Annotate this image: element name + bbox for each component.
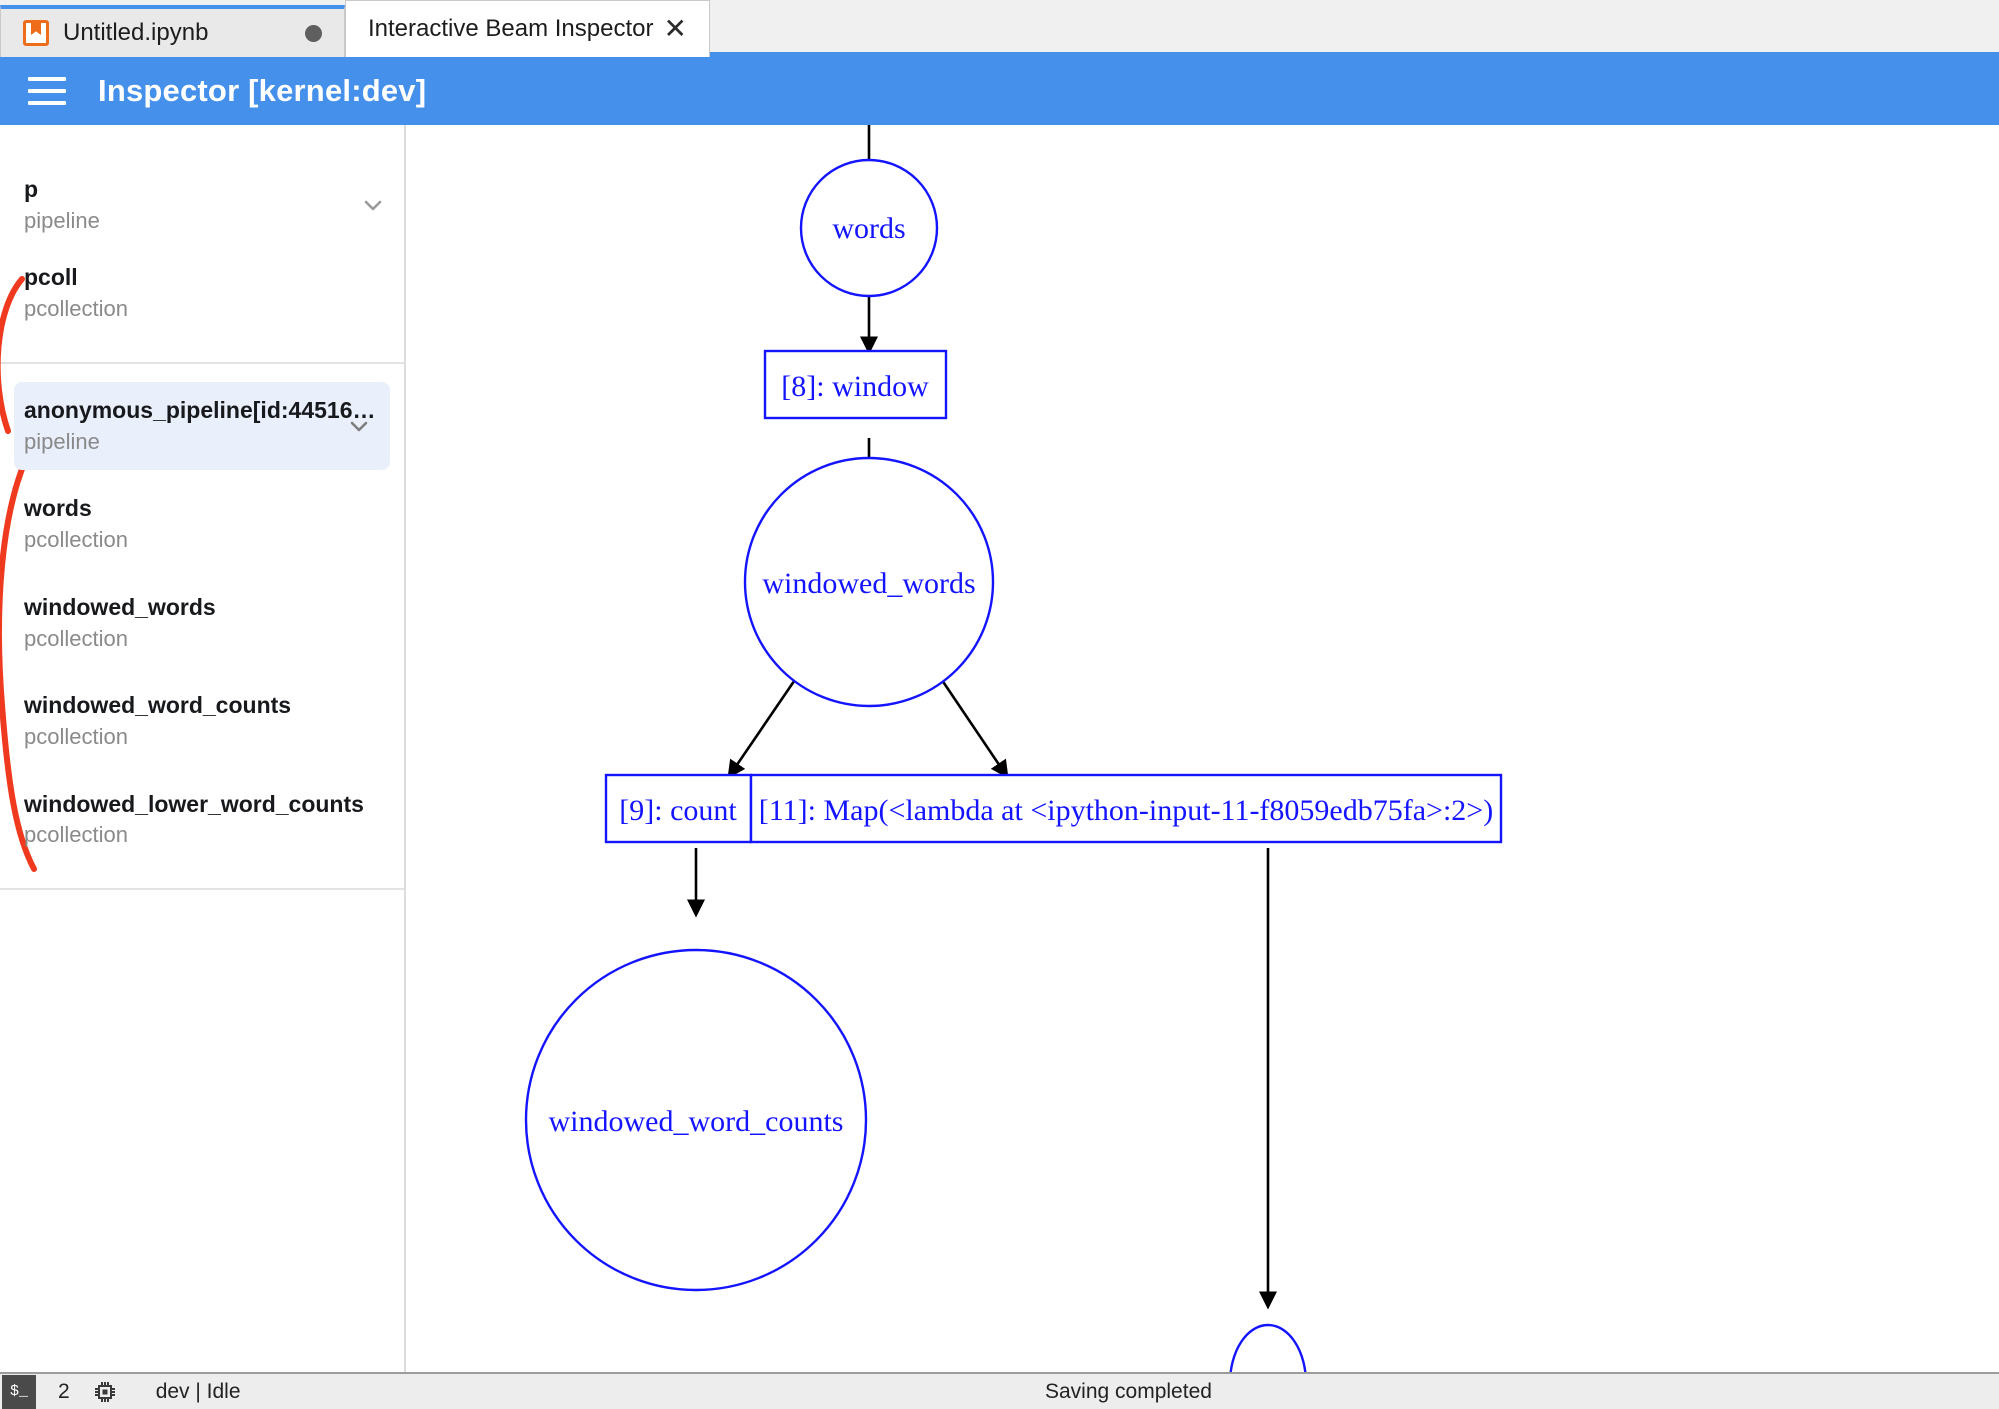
graph-node-label: windowed_words (762, 567, 975, 600)
pipeline-graph-canvas[interactable]: words [8]: window windowed_words [9]: co… (408, 125, 1999, 1372)
graph-node-windowed-word-counts[interactable]: windowed_word_counts (524, 948, 868, 1292)
sidebar-item-type: pipeline (24, 207, 100, 233)
sidebar-item-words[interactable]: words pcollection (0, 470, 404, 568)
sidebar-item-anonymous-pipeline[interactable]: anonymous_pipeline[id:44516… pipeline (14, 381, 390, 471)
graph-node-label: [9]: count (619, 794, 737, 827)
sidebar-item-label: windowed_lower_word_counts (24, 790, 364, 817)
graph-node-label: [8]: window (781, 370, 929, 403)
notebook-icon (23, 20, 49, 46)
sidebar-item-pcoll[interactable]: pcoll pcollection (0, 249, 404, 337)
graph-node-count[interactable]: [9]: count (604, 773, 753, 844)
sidebar-group-anonymous-pipeline: anonymous_pipeline[id:44516… pipeline wo… (0, 364, 404, 891)
sidebar-item-windowed-word-counts[interactable]: windowed_word_counts pcollection (0, 667, 404, 765)
sidebar-group-default: p pipeline pcoll pcollection (0, 125, 404, 364)
sidebar-item-type: pipeline (24, 428, 100, 454)
inspectables-sidebar[interactable]: p pipeline pcoll pcollection anonymous_p… (0, 125, 406, 1372)
graph-node-label: [11]: Map(<lambda at <ipython-input-11-f… (759, 794, 1493, 827)
sidebar-item-label: words (24, 495, 92, 522)
sidebar-item-label: pcoll (24, 264, 78, 291)
tab-label: Interactive Beam Inspector (368, 15, 654, 42)
tab-bar: Untitled.ipynb Interactive Beam Inspecto… (0, 0, 1999, 57)
pipeline-graph: words [8]: window windowed_words [9]: co… (524, 125, 1503, 1372)
graph-node-window[interactable]: [8]: window (763, 349, 948, 420)
sidebar-item-windowed-lower-word-counts[interactable]: windowed_lower_word_counts pcollection (0, 766, 404, 864)
sidebar-item-p[interactable]: p pipeline (0, 161, 404, 249)
kernel-count: 2 (58, 1379, 70, 1403)
tab-label: Untitled.ipynb (63, 19, 209, 46)
sidebar-item-type: pcollection (24, 822, 128, 848)
sidebar-item-label: anonymous_pipeline[id:44516… (24, 396, 376, 423)
cpu-chip-icon[interactable] (92, 1379, 118, 1405)
terminal-icon[interactable]: $_ (2, 1374, 36, 1409)
graph-node-windowed-lower-word-counts[interactable] (1229, 1323, 1307, 1372)
sidebar-item-type: pcollection (24, 527, 128, 553)
app-header: Inspector [kernel:dev] (0, 57, 1999, 125)
kernel-status[interactable]: dev | Idle (155, 1379, 241, 1403)
sidebar-item-label: windowed_word_counts (24, 692, 292, 719)
sidebar-item-type: pcollection (24, 296, 128, 322)
sidebar-item-type: pcollection (24, 723, 128, 749)
hamburger-icon[interactable] (28, 77, 66, 105)
tab-interactive-beam-inspector[interactable]: Interactive Beam Inspector ✕ (345, 0, 710, 57)
content-area: p pipeline pcoll pcollection anonymous_p… (0, 125, 1999, 1372)
tab-untitled-ipynb[interactable]: Untitled.ipynb (0, 5, 345, 57)
status-bar: $_ 2 dev | Idle Saving completed (0, 1372, 1999, 1409)
graph-node-map[interactable]: [11]: Map(<lambda at <ipython-input-11-f… (749, 773, 1503, 844)
sidebar-item-windowed-words[interactable]: windowed_words pcollection (0, 569, 404, 667)
save-status: Saving completed (1045, 1379, 1212, 1403)
close-icon[interactable]: ✕ (663, 13, 687, 44)
page-title: Inspector [kernel:dev] (98, 73, 427, 108)
graph-node-label: words (832, 212, 905, 245)
sidebar-item-label: p (24, 176, 39, 202)
chevron-down-icon[interactable] (346, 413, 372, 439)
chevron-down-icon[interactable] (360, 192, 386, 218)
graph-node-label: windowed_word_counts (549, 1105, 844, 1138)
unsaved-indicator-icon[interactable] (305, 24, 322, 42)
sidebar-item-label: windowed_words (24, 593, 216, 620)
sidebar-item-type: pcollection (24, 625, 128, 651)
graph-node-windowed-words[interactable]: windowed_words (743, 456, 995, 708)
graph-node-words[interactable]: words (799, 158, 939, 298)
